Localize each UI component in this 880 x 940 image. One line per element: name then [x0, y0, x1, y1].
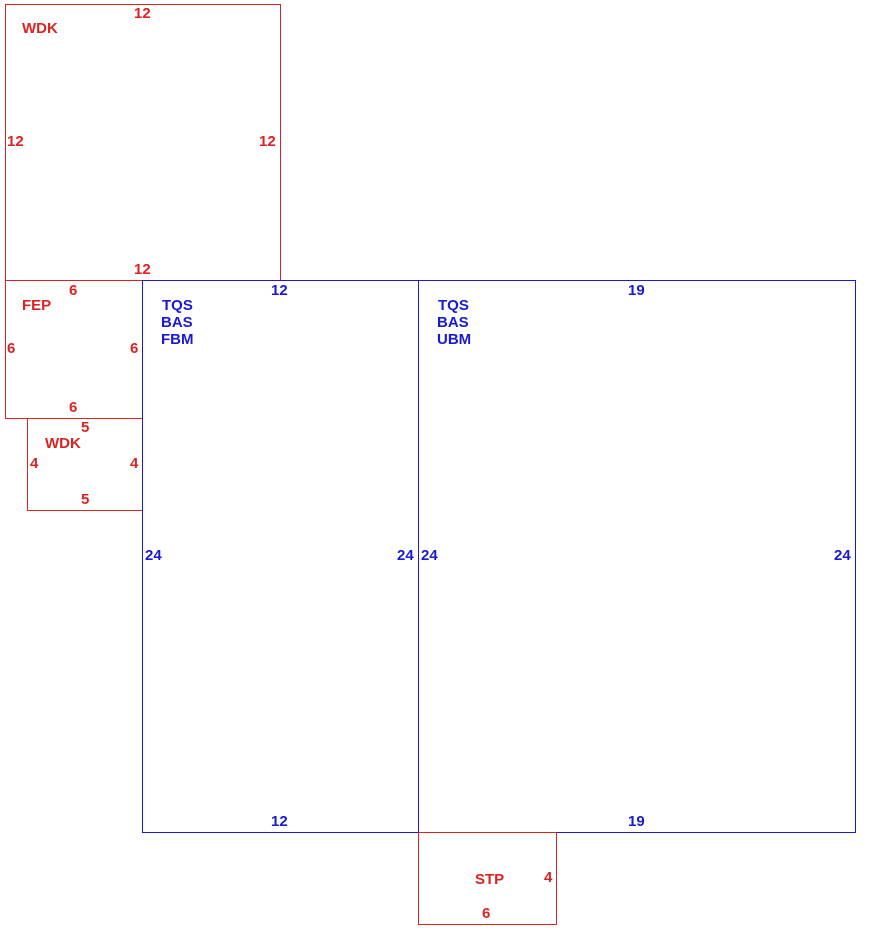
ubm-top-dim: 19 — [628, 282, 645, 299]
ubm-code-3: UBM — [437, 331, 472, 348]
fbm-bottom-dim: 12 — [271, 813, 288, 830]
fbm-code-1: TQS — [162, 297, 193, 314]
wdk-small-deck-left-dim: 4 — [30, 455, 39, 472]
wdk-deck-area — [5, 4, 281, 281]
wdk-deck-left-dim: 12 — [7, 133, 24, 150]
ubm-code-2: BAS — [437, 314, 469, 331]
fbm-right-dim: 24 — [397, 547, 414, 564]
wdk-small-deck-bottom-dim: 5 — [81, 491, 90, 508]
wdk-small-deck-code: WDK — [45, 435, 81, 452]
stp-stoop-right-dim: 4 — [544, 869, 553, 886]
fbm-code-3: FBM — [161, 331, 194, 348]
fbm-section-area — [142, 280, 419, 833]
fep-porch-bottom-dim: 6 — [69, 399, 78, 416]
fep-porch-code: FEP — [22, 297, 52, 314]
wdk-deck-bottom-dim: 12 — [134, 261, 151, 278]
ubm-left-dim: 24 — [421, 547, 438, 564]
fbm-left-dim: 24 — [145, 547, 162, 564]
wdk-deck-right-dim: 12 — [259, 133, 276, 150]
stp-stoop-bottom-dim: 6 — [482, 905, 491, 922]
fbm-code-2: BAS — [161, 314, 193, 331]
wdk-small-deck-right-dim: 4 — [130, 455, 139, 472]
fep-porch-left-dim: 6 — [7, 340, 16, 357]
wdk-deck-top-dim: 12 — [134, 5, 151, 22]
ubm-section-area — [418, 280, 856, 833]
ubm-right-dim: 24 — [834, 547, 851, 564]
ubm-code-1: TQS — [438, 297, 469, 314]
wdk-small-deck-top-dim: 5 — [81, 419, 90, 436]
ubm-bottom-dim: 19 — [628, 813, 645, 830]
stp-stoop-code: STP — [475, 871, 505, 888]
stp-stoop-area — [418, 832, 557, 925]
fep-porch-right-dim: 6 — [130, 340, 139, 357]
fep-porch-top-dim: 6 — [69, 282, 78, 299]
fbm-top-dim: 12 — [271, 282, 288, 299]
wdk-deck-code: WDK — [22, 20, 58, 37]
